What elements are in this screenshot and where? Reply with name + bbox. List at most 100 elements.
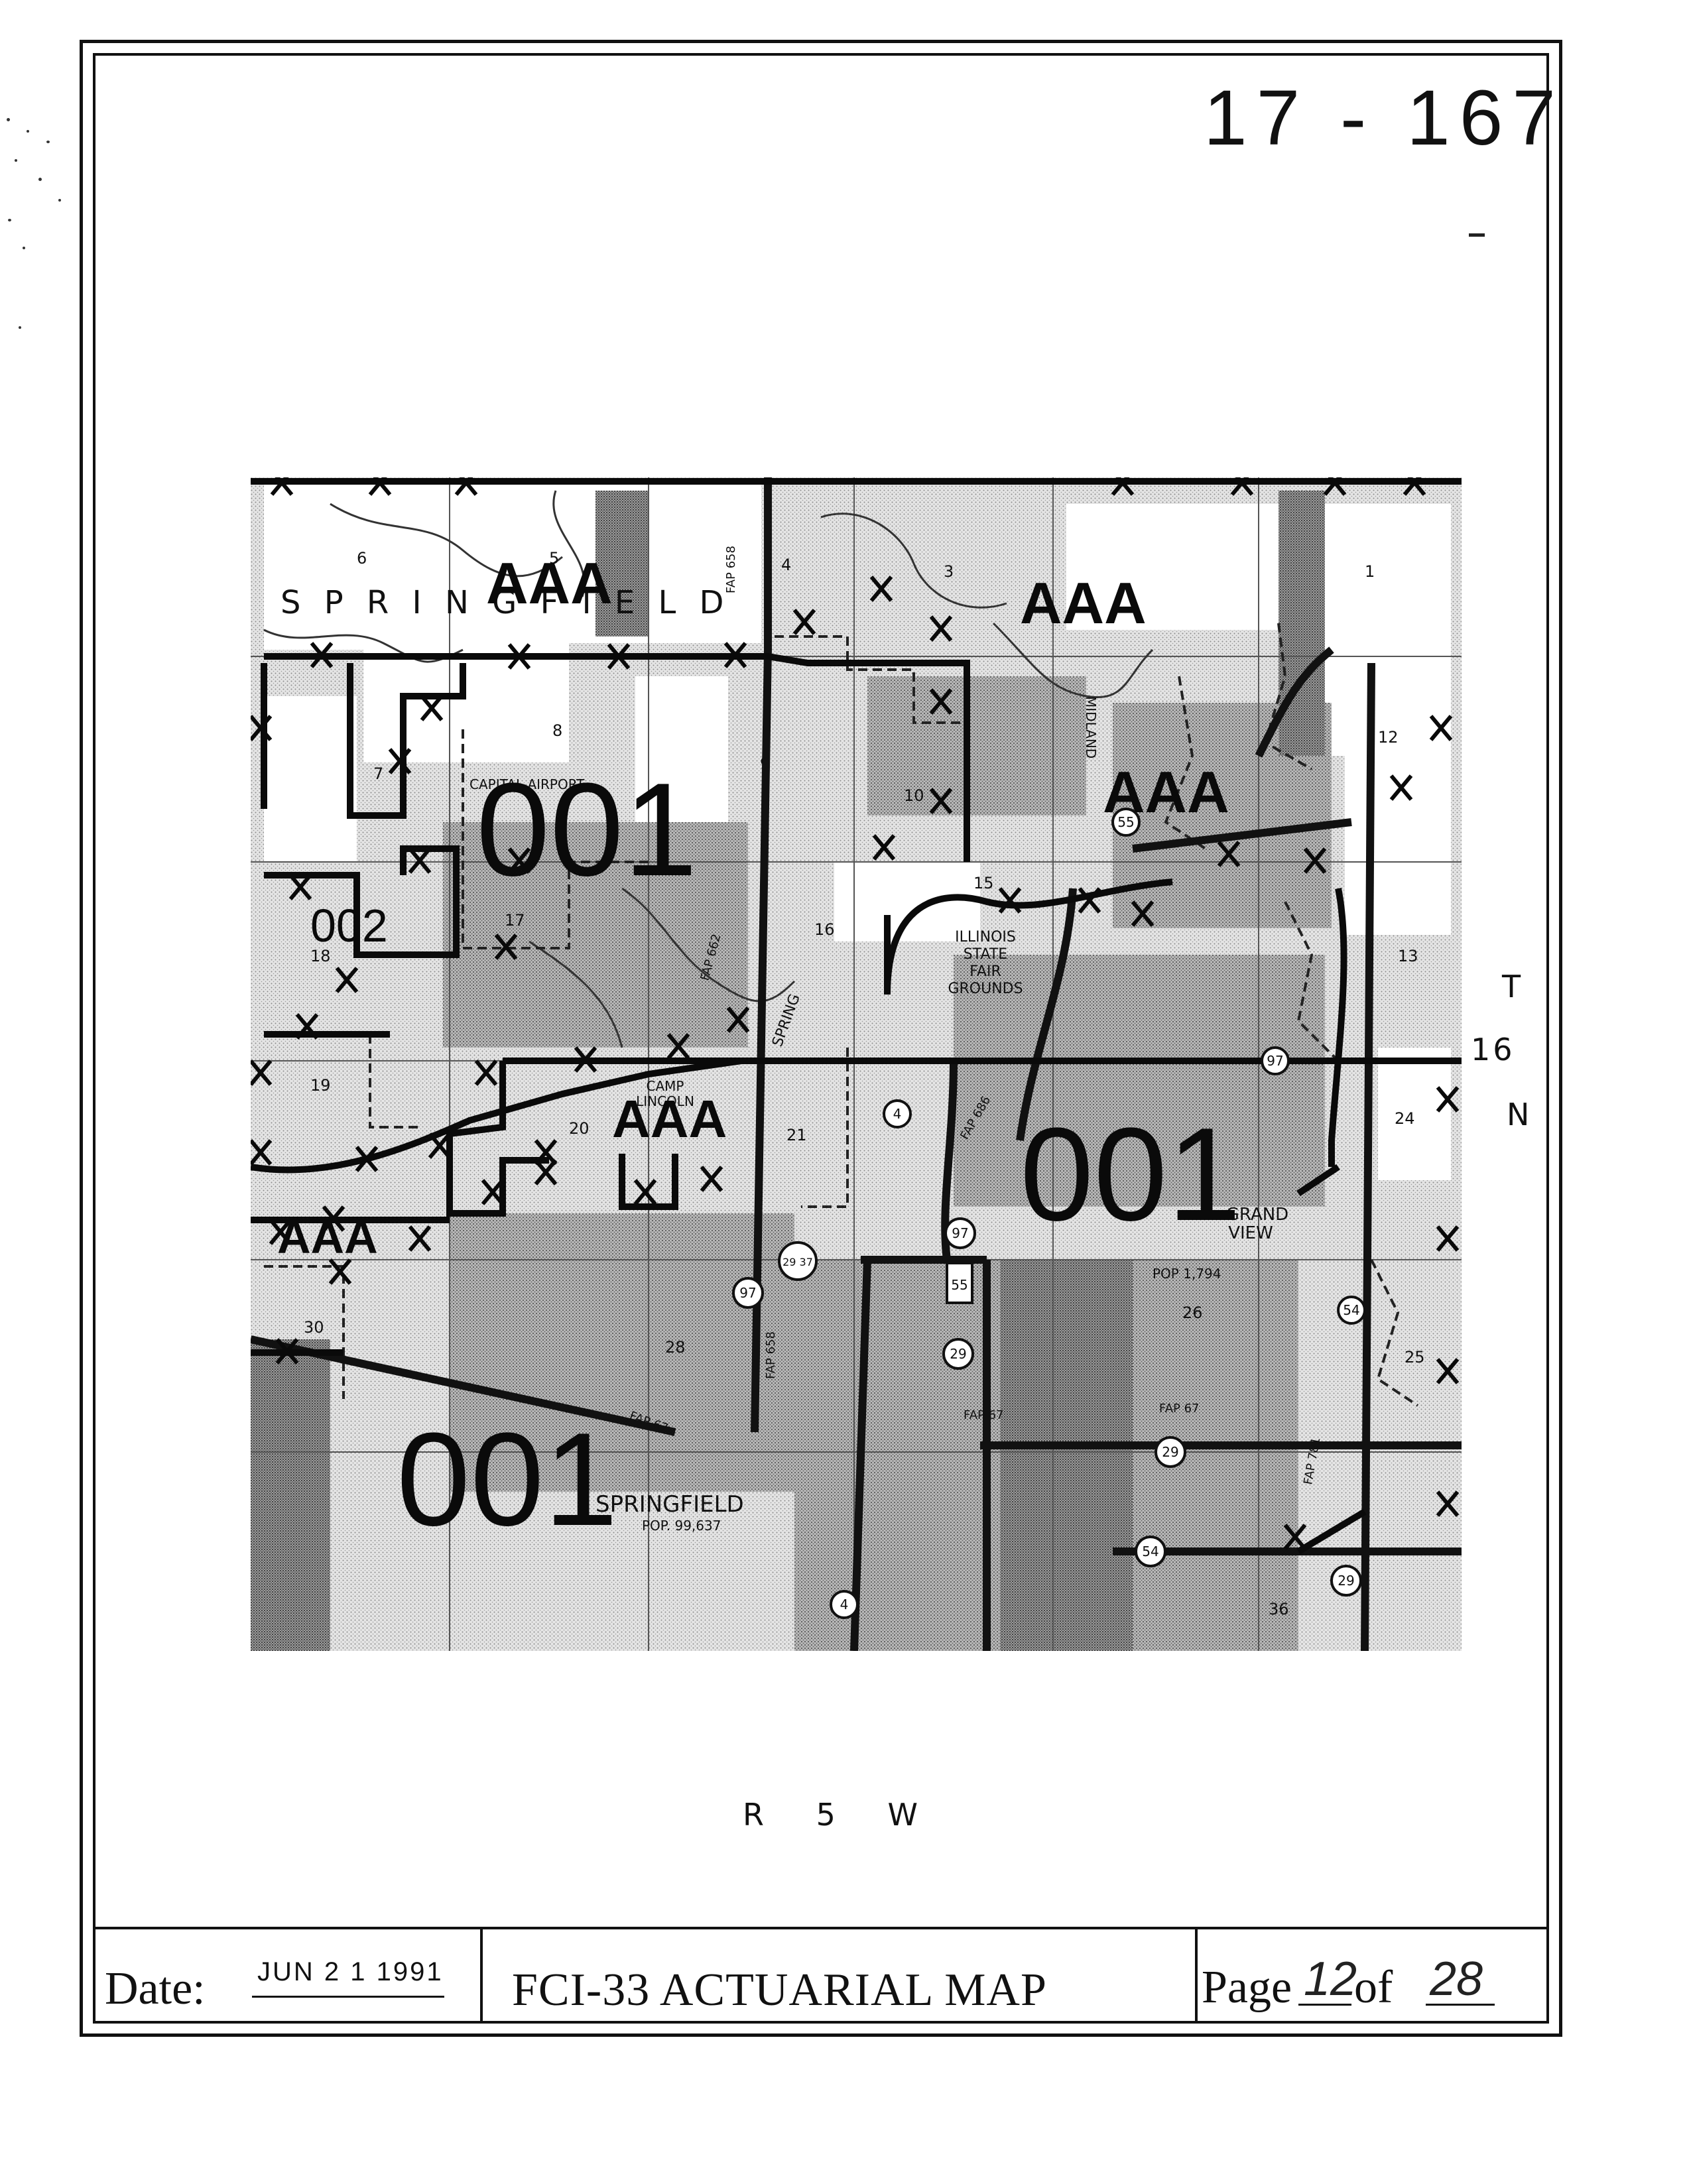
road-label: FAP 658 [724, 546, 738, 593]
boundary-x-marks [251, 477, 1460, 1550]
page-current: 12 [1304, 1953, 1357, 2006]
route-shields: 97 97 97 4 4 29 29 29 54 54 55 55 29 37 [732, 808, 1366, 1619]
route-shield-label: 29 [950, 1346, 966, 1362]
section-number: 3 [944, 562, 954, 581]
springfield-pop-label: POP. 99,637 [642, 1518, 721, 1534]
zone-label-002: 002 [310, 900, 388, 951]
route-shield-label: 97 [739, 1285, 756, 1301]
road-label: FAP 67 [964, 1408, 1004, 1422]
section-number: 1 [1365, 562, 1375, 581]
page-total-underline [1426, 2004, 1495, 2006]
section-number: 9 [760, 755, 770, 773]
route-shield-label: 55 [1117, 814, 1134, 830]
section-number: 7 [373, 764, 383, 783]
route-shield: 29 37 [778, 1241, 818, 1281]
scan-speck [15, 159, 17, 162]
route-shield-label: 29 [1162, 1444, 1178, 1460]
scan-speck [7, 118, 10, 121]
midland-label: MIDLAND [1083, 696, 1099, 758]
zone-boundaries [251, 478, 1462, 1555]
section-number: 26 [1182, 1304, 1203, 1322]
range-label: R 5 W [743, 1797, 919, 1833]
grandview-label: GRAND VIEW [1226, 1205, 1288, 1243]
page-cell: Page 12 of 28 [1198, 1929, 1549, 2024]
road-label: FAP 67 [1159, 1402, 1200, 1416]
route-shield: 97 [1261, 1046, 1290, 1075]
section-number: 15 [973, 874, 994, 892]
fairgrounds-line: ILLINOIS [955, 929, 1016, 945]
township-letter: T [1502, 969, 1521, 1004]
date-cell: Date: JUN 2 1 1991 [93, 1929, 483, 2024]
section-number: 4 [781, 556, 791, 574]
scan-speck [19, 326, 21, 329]
zone-label-aaa: AAA [486, 550, 613, 616]
zone-label-aaa: AAA [1020, 570, 1147, 636]
section-number: 5 [549, 549, 559, 568]
section-number: 19 [310, 1076, 331, 1095]
route-shield-label: 54 [1343, 1302, 1359, 1318]
scan-speck [58, 199, 61, 202]
route-shield: 55 [946, 1262, 973, 1304]
page-current-underline [1298, 2004, 1351, 2006]
township-number: 16 [1471, 1032, 1515, 1067]
section-number: 30 [304, 1318, 324, 1337]
scan-speck [23, 247, 25, 249]
fairgrounds-line: GROUNDS [948, 981, 1023, 997]
route-shield: 54 [1337, 1296, 1366, 1325]
date-stamp: JUN 2 1 1991 [257, 1957, 444, 1986]
section-number: 24 [1395, 1109, 1415, 1128]
date-underline [252, 1996, 444, 1998]
route-shield-label: 4 [840, 1597, 849, 1612]
route-shield-label: 54 [1142, 1544, 1158, 1559]
route-shield: 29 [1330, 1565, 1362, 1597]
section-numbers: 6 5 4 3 1 7 8 9 10 12 18 17 16 15 13 19 … [304, 549, 1425, 1618]
route-shield: 29 [1155, 1436, 1186, 1468]
fairgrounds-line: FAIR [969, 963, 1001, 980]
route-shield: 97 [944, 1217, 976, 1249]
map-title: FCI-33 ACTUARIAL MAP [512, 1965, 1047, 2016]
road-label: FAP 658 [764, 1331, 778, 1379]
springfield-township-label: S P R I N G F I E L D [281, 584, 730, 621]
scan-speck [27, 130, 29, 133]
section-number: 12 [1378, 728, 1399, 747]
springfield-city-label: SPRINGFIELD [595, 1491, 744, 1518]
document-id-number: 17 - 167 [1204, 74, 1565, 162]
page-total: 28 [1430, 1953, 1483, 2006]
zone-label-aaa: AAA [612, 1089, 727, 1148]
route-shield-label: 4 [893, 1106, 902, 1122]
camp-lincoln-line: LINCOLN [636, 1093, 694, 1109]
capital-airport-label: CAPITAL AIRPORT [469, 776, 585, 792]
scan-speck [38, 178, 42, 181]
section-number: 13 [1398, 947, 1418, 965]
camp-lincoln-label: CAMP LINCOLN [636, 1078, 694, 1109]
footer-bar: Date: JUN 2 1 1991 FCI-33 ACTUARIAL MAP … [93, 1927, 1549, 2024]
route-shield: 4 [830, 1590, 859, 1619]
page-of-label: of [1354, 1962, 1393, 2013]
route-shield: 97 [732, 1277, 764, 1309]
section-number: 8 [552, 721, 562, 740]
zone-label-aaa: AAA [277, 1211, 378, 1263]
route-shield-label: 55 [951, 1277, 968, 1293]
camp-lincoln-line: CAMP [647, 1078, 684, 1094]
zone-label-001: 001 [1020, 1101, 1241, 1248]
section-number: 21 [786, 1126, 807, 1144]
zone-labels: AAA AAA AAA AAA AAA 001 001 001 002 [277, 550, 1241, 1553]
actuarial-map: 97 97 97 4 4 29 29 29 54 54 55 55 29 37 … [251, 477, 1462, 1651]
section-number: 16 [814, 920, 835, 939]
zone-label-aaa: AAA [1103, 759, 1229, 825]
section-number: 18 [310, 947, 331, 965]
scan-speck [46, 141, 50, 143]
inner-border [93, 53, 1549, 2024]
section-number: 28 [665, 1338, 686, 1357]
page-label: Page [1202, 1962, 1292, 2013]
route-shield: 55 [1111, 808, 1141, 837]
grandview-line: GRAND [1226, 1205, 1288, 1225]
fairgrounds-label: ILLINOIS STATE FAIR GROUNDS [948, 929, 1023, 997]
route-shield: 4 [883, 1099, 912, 1128]
scan-speck [8, 219, 11, 221]
section-number: 6 [357, 549, 367, 568]
fairgrounds-line: STATE [964, 946, 1007, 963]
section-number: 20 [569, 1119, 590, 1138]
section-number: 25 [1405, 1348, 1425, 1366]
grandview-line: VIEW [1228, 1223, 1273, 1243]
